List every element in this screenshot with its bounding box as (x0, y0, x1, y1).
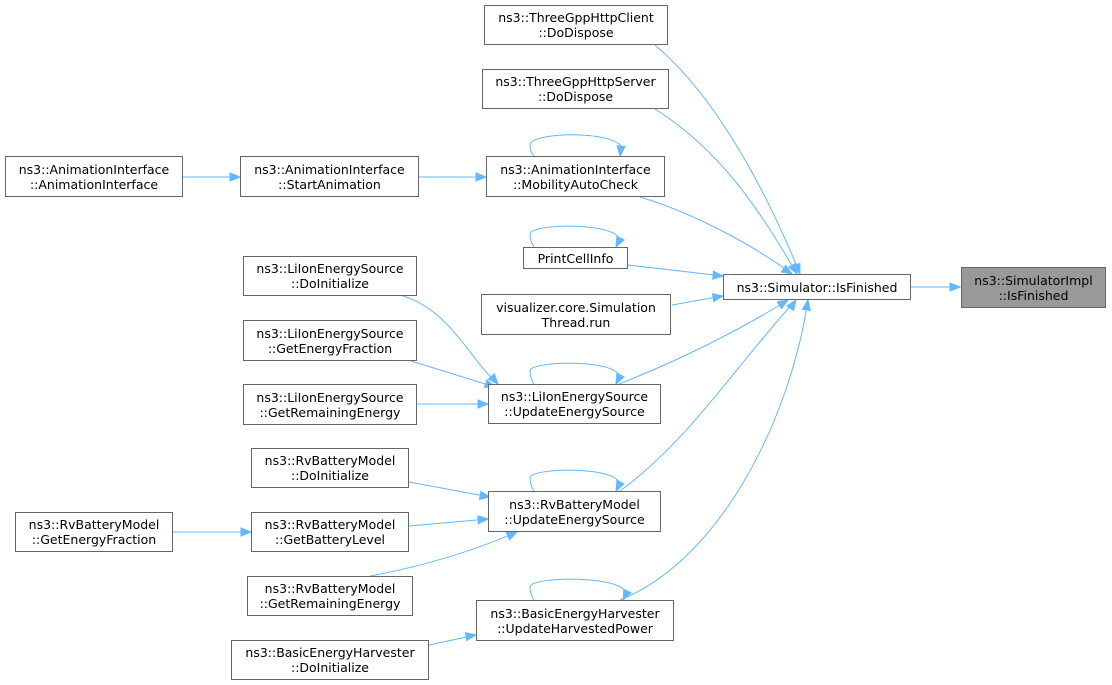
node-behdi[interactable]: ns3::BasicEnergyHarvester::DoInitialize (231, 640, 429, 680)
node-label-line: ::GetRemainingEnergy (259, 404, 401, 420)
edge-simif-behuhp-arrowhead (801, 298, 811, 312)
node-label-line: ns3::AnimationInterface (18, 161, 170, 177)
edge-liues-self (529, 362, 620, 385)
edge-simif-pci-arrowhead (712, 270, 725, 280)
node-label-line: ::DoDispose (537, 89, 614, 104)
edge-aimac-aisa-arrowhead (475, 172, 488, 182)
node-label-line: ns3::LiIonEnergySource (256, 389, 404, 405)
edge-simif-aimac-arrowhead (780, 264, 794, 275)
node-pci[interactable]: PrintCellInfo (523, 247, 628, 269)
node-label-line: ns3::RvBatteryModel (28, 517, 160, 532)
edge-rvues-rvgbl (408, 518, 489, 527)
node-label-line: ::DoInitialize (290, 660, 369, 675)
edge-simif-pci (627, 264, 724, 277)
node-label-line: ns3::RvBatteryModel (264, 453, 396, 468)
edge-pci-self-arrowhead (615, 235, 625, 249)
edge-simif-rvues-arrowhead (786, 298, 797, 312)
node-label-line: ns3::LiIonEnergySource (256, 261, 404, 276)
edge-simif-liues-arrowhead (776, 299, 790, 310)
edge-sii-simif-arrowhead (949, 282, 962, 292)
edge-liues-ligef (410, 360, 496, 388)
edge-rvues-rvgre (369, 531, 518, 577)
edge-simif-aimac (639, 196, 793, 275)
node-label-line: ::UpdateHarvestedPower (497, 620, 653, 636)
edge-rvues-self-arrowhead (615, 479, 625, 493)
node-label-line: ::UpdateEnergySource (504, 404, 645, 419)
node-ligre[interactable]: ns3::LiIonEnergySource::GetRemainingEner… (243, 384, 417, 425)
node-label-line: visualizer.core.Simulation (496, 299, 656, 315)
node-liues[interactable]: ns3::LiIonEnergySource::UpdateEnergySour… (488, 384, 661, 424)
node-aisa[interactable]: ns3::AnimationInterface::StartAnimation (240, 156, 419, 197)
edge-behuhp-self-arrowhead (622, 588, 632, 602)
node-rvues[interactable]: ns3::RvBatteryModel::UpdateEnergySource (488, 491, 661, 532)
node-label-line: ::GetBatteryLevel (275, 532, 385, 547)
edge-rvues-rvdi-arrowhead (478, 490, 492, 500)
node-label-line: ns3::ThreeGppHttpClient (498, 10, 654, 25)
node-tghs[interactable]: ns3::ThreeGppHttpServer::DoDispose (482, 69, 669, 109)
node-label-line: ::AnimationInterface (29, 176, 159, 192)
node-label-line: ns3::ThreeGppHttpServer (495, 74, 656, 89)
edge-liues-ligre-arrowhead (477, 399, 490, 409)
edge-aimac-self (529, 134, 623, 157)
node-label-line: ::IsFinished (998, 287, 1069, 303)
node-label-line: ns3::LiIonEnergySource (256, 325, 404, 341)
node-label-line: ns3::BasicEnergyHarvester (245, 645, 415, 660)
node-rvgbl[interactable]: ns3::RvBatteryModel::GetBatteryLevel (251, 512, 409, 552)
node-lidi[interactable]: ns3::LiIonEnergySource::DoInitialize (243, 256, 417, 296)
node-ligef[interactable]: ns3::LiIonEnergySource::GetEnergyFractio… (243, 320, 417, 361)
edge-simif-behuhp (619, 299, 809, 601)
edge-rvgbl-rvgef-arrowhead (240, 527, 253, 537)
edge-liues-self-arrowhead (615, 372, 625, 386)
edge-simif-tghc (654, 44, 801, 275)
edge-liues-lidi-arrowhead (487, 373, 499, 386)
node-label-line: Thread.run (541, 314, 611, 330)
node-label-line: ::DoDispose (538, 25, 614, 40)
node-label-line: ::StartAnimation (278, 176, 381, 192)
edge-simif-liues (618, 299, 789, 385)
node-label-line: ns3::RvBatteryModel (264, 517, 396, 532)
node-aiai[interactable]: ns3::AnimationInterface::AnimationInterf… (5, 156, 183, 197)
node-label-line: ::DoInitialize (290, 468, 369, 483)
node-label-line: ns3::AnimationInterface (254, 161, 405, 177)
node-label-line: ns3::Simulator::IsFinished (736, 279, 898, 295)
node-rvdi[interactable]: ns3::RvBatteryModel::DoInitialize (251, 448, 409, 488)
edge-rvues-rvgbl-arrowhead (477, 515, 490, 525)
node-label-line: ns3::LiIonEnergySource (500, 389, 649, 404)
node-label-line: ::GetEnergyFraction (267, 340, 393, 356)
node-aimac[interactable]: ns3::AnimationInterface::MobilityAutoChe… (486, 156, 665, 197)
node-label-line: ::MobilityAutoCheck (513, 176, 638, 192)
node-label-line: ns3::BasicEnergyHarvester (490, 605, 660, 621)
edge-pci-self (529, 225, 620, 248)
edge-behuhp-behdi-arrowhead (464, 632, 478, 642)
node-label-line: ns3::RvBatteryModel (264, 581, 396, 596)
edge-simif-rvues (619, 299, 797, 492)
node-label-line: ns3::AnimationInterface (500, 161, 651, 177)
edge-behuhp-self (529, 578, 627, 601)
edge-liues-lidi (402, 295, 499, 385)
node-label-line: ::DoInitialize (290, 276, 369, 291)
node-label-line: ::GetRemainingEnergy (259, 596, 401, 611)
edge-simif-tghs (654, 108, 798, 275)
edge-aimac-self-arrowhead (616, 145, 626, 158)
edge-rvues-self (529, 469, 620, 492)
edge-rvues-rvdi (408, 481, 491, 498)
edge-simif-tghs-arrowhead (787, 262, 798, 276)
node-behuhp[interactable]: ns3::BasicEnergyHarvester::UpdateHarvest… (476, 600, 674, 641)
node-rvgre[interactable]: ns3::RvBatteryModel::GetRemainingEnergy (247, 576, 413, 616)
node-label-line: PrintCellInfo (537, 250, 614, 266)
edge-aisa-aiai-arrowhead (229, 172, 242, 182)
node-simif[interactable]: ns3::Simulator::IsFinished (723, 274, 911, 300)
node-rvgef[interactable]: ns3::RvBatteryModel::GetEnergyFraction (15, 512, 173, 552)
node-sii: ns3::SimulatorImpl::IsFinished (961, 267, 1106, 308)
node-label-line: ns3::RvBatteryModel (509, 496, 640, 512)
node-label-line: ns3::SimulatorImpl (974, 272, 1093, 288)
node-label-line: ::UpdateEnergySource (504, 511, 645, 527)
edge-simif-vcst-arrowhead (711, 293, 725, 303)
node-tghc[interactable]: ns3::ThreeGppHttpClient::DoDispose (484, 5, 668, 45)
edge-rvues-rvgre-arrowhead (505, 531, 519, 541)
node-label-line: ::GetEnergyFraction (31, 532, 157, 547)
